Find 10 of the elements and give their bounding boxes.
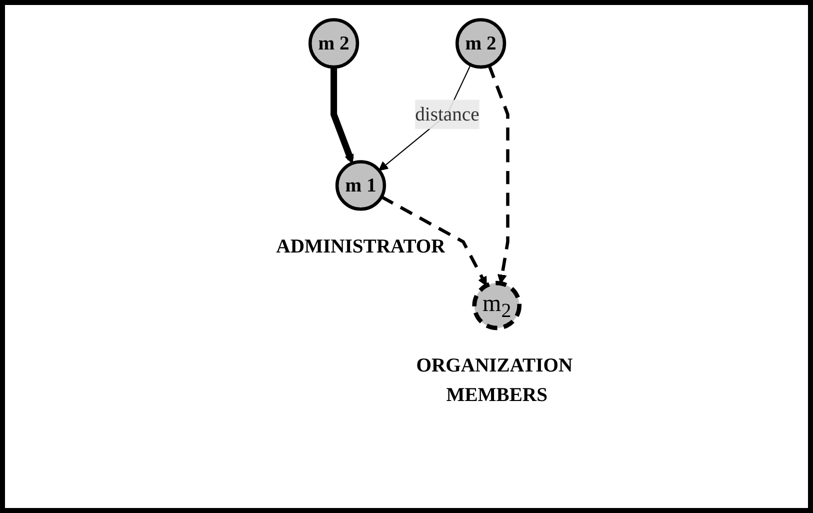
node-circle: m 1 — [335, 160, 386, 211]
edge-label: distance — [415, 102, 480, 125]
node-label: ORGANIZATION MEMBERS — [416, 354, 573, 406]
node-label: ADMINISTRATOR — [276, 235, 446, 258]
node-circle: m$_{2}$ — [472, 280, 522, 330]
node-circle: m 2 — [456, 18, 506, 69]
arrow — [488, 64, 510, 284]
arrow — [380, 195, 487, 286]
node-circle: m 2 — [308, 18, 360, 69]
arrow — [330, 67, 354, 164]
